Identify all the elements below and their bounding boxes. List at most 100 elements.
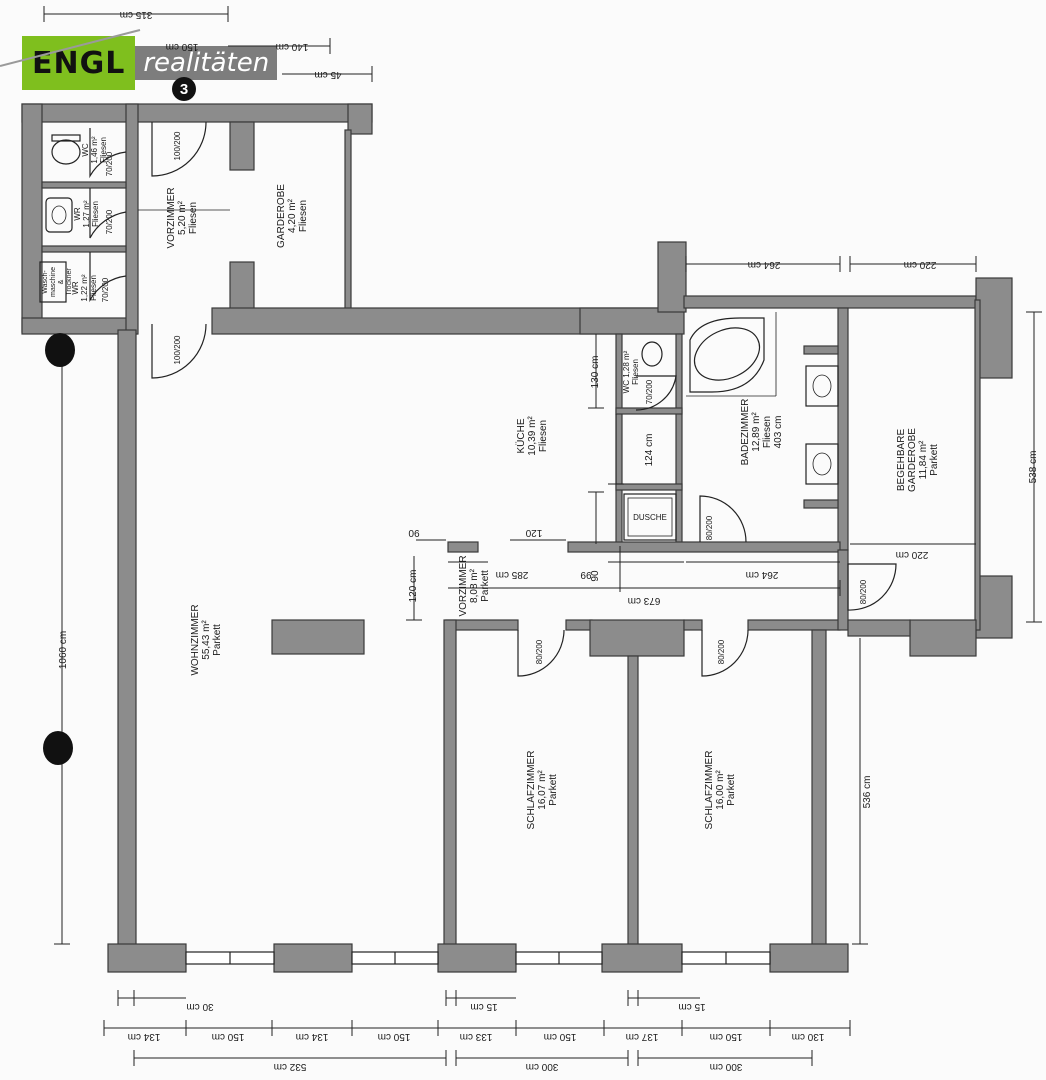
wc2-floor: Fliesen xyxy=(631,359,640,385)
door-label-3: 70/200 xyxy=(105,151,114,176)
door-label-7: 80/200 xyxy=(705,515,714,540)
vorzimmer1-floor: Fliesen xyxy=(188,202,199,234)
dim-bottom-133: 133 cm xyxy=(460,1031,493,1042)
dim-264-b: 264 cm xyxy=(746,569,779,580)
door-label-1: 100/200 xyxy=(173,131,182,160)
pipe-marker-1 xyxy=(45,333,75,367)
dim-124: 124 cm xyxy=(644,434,655,467)
wall-bed2-right xyxy=(811,629,827,951)
wohn-name: WOHNZIMMER xyxy=(190,604,201,675)
wall-wc-sep1 xyxy=(41,181,127,189)
door-swing-10 xyxy=(701,629,749,677)
kueche-area: 10,39 m² xyxy=(527,416,538,456)
wall-dusche-top xyxy=(615,483,683,491)
wall-corridor-2 xyxy=(565,619,593,631)
door-label-6: 70/200 xyxy=(645,379,654,404)
dim-673: 673 cm xyxy=(628,595,661,606)
wall-garderobe-pier1 xyxy=(229,121,255,171)
garderobe-name: GARDEROBE xyxy=(276,184,287,248)
door-swing-3 xyxy=(89,188,127,239)
wall-wc2-bottom xyxy=(615,407,683,415)
wall-corridor-block xyxy=(589,619,685,657)
door-label-5: 70/200 xyxy=(101,277,110,302)
dim-536: 536 cm xyxy=(862,776,873,809)
dim-bottom-130: 130 cm xyxy=(792,1031,825,1042)
wall-corridor-4 xyxy=(747,619,841,631)
wall-right-upper-pier xyxy=(975,277,1013,379)
garderobe-area: 4,20 m² xyxy=(287,198,298,233)
wall-kitchen-top xyxy=(579,307,685,335)
schlaf1-floor: Parkett xyxy=(548,774,559,806)
door-swing-1 xyxy=(151,121,207,177)
wohn-area: 55,43 m² xyxy=(201,620,212,660)
vorzimmer2-area: 8,08 m² xyxy=(469,568,480,603)
walls xyxy=(21,103,1013,973)
shower-icon xyxy=(623,493,677,541)
dim-bottom-150-d: 150 cm xyxy=(710,1031,743,1042)
plan-badge xyxy=(172,77,196,101)
wall-corner-block xyxy=(909,619,977,657)
dim-bottom-300-a: 300 cm xyxy=(526,1061,559,1072)
wall-left-upper xyxy=(21,103,43,333)
sink-icon xyxy=(45,197,73,233)
wall-sink-nook-bottom xyxy=(803,499,839,509)
dim-264-top: 264 cm xyxy=(748,259,781,270)
dim-top-140: 140 cm xyxy=(276,41,309,52)
bad-area: 12,89 m² xyxy=(751,412,762,452)
schlaf2-name: SCHLAFZIMMER xyxy=(704,751,715,830)
schlaf2-area: 16,00 m² xyxy=(715,770,726,810)
doors xyxy=(89,121,897,677)
wall-top-right-stub xyxy=(347,103,373,135)
dim-90-a: 90 xyxy=(408,527,420,538)
dusche-label: DUSCHE xyxy=(633,513,667,522)
dim-bottom-150-b: 150 cm xyxy=(378,1031,411,1042)
facade-pier-1 xyxy=(107,943,187,973)
wc1-name: WC xyxy=(81,143,90,157)
door-swing-7 xyxy=(699,495,747,543)
begeh-name-1: BEGEHBARE xyxy=(896,429,907,492)
pipe-marker-2 xyxy=(43,731,73,765)
dim-1060: 1060 cm xyxy=(58,631,69,669)
wash-appliance-3: & xyxy=(58,279,65,284)
dim-bottom-137: 137 cm xyxy=(626,1031,659,1042)
wall-bed-divider xyxy=(627,655,639,951)
kueche-name: KÜCHE xyxy=(515,418,527,453)
schlaf1-area: 16,07 m² xyxy=(537,770,548,810)
door-label-9: 80/200 xyxy=(535,639,544,664)
wall-bath-bottom xyxy=(567,541,841,553)
wall-bath-right xyxy=(837,307,849,551)
wall-right-lower-pier xyxy=(975,575,1013,639)
door-swing-6 xyxy=(635,375,677,411)
wall-corridor-5 xyxy=(847,619,911,637)
wall-left-living xyxy=(117,329,137,951)
wash-area: 1,22 m² xyxy=(80,274,89,301)
dim-bottom-15-a: 15 cm xyxy=(470,1001,497,1012)
sink-upper-icon xyxy=(805,365,839,407)
wash-floor: Fliesen xyxy=(89,275,98,301)
begeh-name-2: GARDEROBE xyxy=(907,428,918,492)
vorzimmer2-floor: Parkett xyxy=(480,570,491,602)
wc2-name: WC 1,28 m² xyxy=(622,350,631,393)
dim-285: 285 cm xyxy=(496,569,529,580)
dimension-lines xyxy=(43,6,1042,1066)
garderobe-floor: Fliesen xyxy=(298,200,309,232)
living-column xyxy=(271,619,365,655)
wr-name: WR xyxy=(73,207,82,221)
wall-wc-sep2 xyxy=(41,245,127,253)
dimension-labels: 315 cm 150 cm 140 cm 45 cm 264 cm 220 cm… xyxy=(58,9,1039,1072)
wall-bed1-left xyxy=(443,619,457,951)
dim-bottom-150-a: 150 cm xyxy=(212,1031,245,1042)
wash-appliance-4: Trockner xyxy=(66,268,73,296)
dim-bottom-15-b: 15 cm xyxy=(678,1001,705,1012)
dim-bottom-150-c: 150 cm xyxy=(544,1031,577,1042)
dim-bottom-134-b: 134 cm xyxy=(296,1031,329,1042)
wall-garderobe-right xyxy=(344,129,352,321)
dim-90-b: 90 xyxy=(590,570,601,582)
begeh-floor: Parkett xyxy=(929,444,940,476)
begeh-area: 11,84 m² xyxy=(918,440,929,479)
wc1-area: 1,46 m² xyxy=(90,136,99,163)
washing-machine-icon xyxy=(39,261,67,303)
dim-538: 538 cm xyxy=(1028,451,1039,484)
schlaf2-floor: Parkett xyxy=(726,774,737,806)
